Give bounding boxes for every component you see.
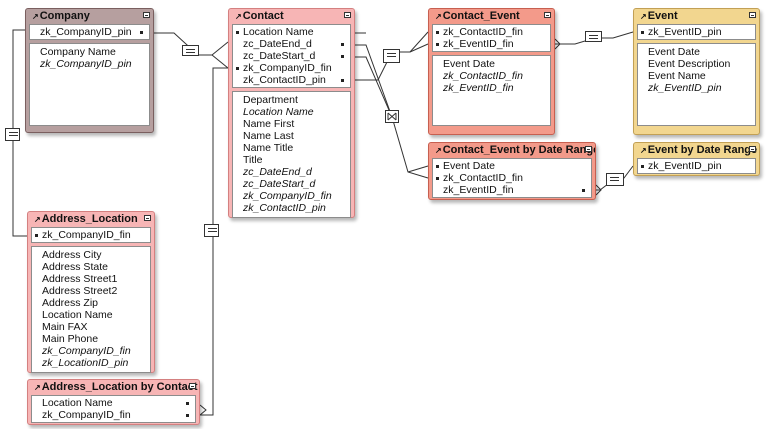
table-header[interactable]: ↗Contact_Event: [429, 9, 554, 23]
field-item[interactable]: Event Description: [648, 58, 731, 70]
table-title: Address_Location by Contact: [41, 381, 198, 393]
collapse-icon[interactable]: [585, 146, 592, 152]
table-header[interactable]: ↗Event: [634, 9, 759, 23]
table-header[interactable]: ↗Contact: [229, 9, 354, 23]
field-item[interactable]: Address Zip: [42, 297, 99, 309]
relation-equals-icon[interactable]: [5, 128, 20, 141]
field-item[interactable]: Address City: [42, 249, 102, 261]
key-fields: Location Name zc_DateEnd_d zc_DateStart_…: [232, 24, 351, 88]
field-item[interactable]: Name Last: [243, 130, 294, 142]
relation-cartesian-icon[interactable]: [385, 110, 399, 123]
key-field[interactable]: zc_DateEnd_d: [233, 38, 350, 50]
field-item[interactable]: Company Name: [40, 46, 116, 58]
key-field[interactable]: zk_ContactID_fin: [433, 26, 550, 38]
key-field[interactable]: zk_EventID_pin: [638, 160, 755, 172]
table-title: Contact_Event: [442, 10, 520, 22]
field-item[interactable]: zk_LocationID_pin: [42, 357, 129, 369]
key-fields: zk_EventID_pin: [637, 24, 756, 40]
field-item[interactable]: zk_ContactID_pin: [243, 202, 326, 214]
table-header[interactable]: ↗Contact_Event by Date Range: [429, 143, 595, 157]
table-title: Company: [39, 10, 90, 22]
field-item[interactable]: zc_DateEnd_d: [243, 166, 312, 178]
field-item[interactable]: zk_EventID_fin: [443, 82, 514, 94]
key-field[interactable]: zk_EventID_fin: [433, 184, 591, 196]
table-title: Contact_Event by Date Range: [442, 144, 595, 156]
field-item[interactable]: Name First: [243, 118, 295, 130]
relation-equals-icon[interactable]: [182, 45, 199, 56]
relation-equals-icon[interactable]: [383, 49, 400, 63]
field-item[interactable]: Department: [243, 94, 298, 106]
collapse-icon[interactable]: [544, 12, 551, 18]
key-field[interactable]: Location Name: [233, 26, 350, 38]
field-item[interactable]: Event Name: [648, 70, 706, 82]
key-field[interactable]: zc_DateStart_d: [233, 50, 350, 62]
key-field[interactable]: zk_EventID_pin: [638, 26, 755, 38]
collapse-icon[interactable]: [749, 12, 756, 18]
table-header[interactable]: ↗Company: [26, 9, 153, 23]
key-field[interactable]: zk_ContactID_pin: [233, 74, 350, 86]
key-field[interactable]: zk_EventID_fin: [433, 38, 550, 50]
table-occurrence-address-location-contact[interactable]: ↗Address_Location by Contact Location Na…: [27, 379, 200, 425]
relation-equals-icon[interactable]: [585, 31, 602, 42]
link-contact-addresscontact: [200, 67, 228, 416]
table-occurrence-contact-event-range[interactable]: ↗Contact_Event by Date Range Event Date …: [428, 142, 596, 200]
collapse-icon[interactable]: [189, 383, 196, 389]
key-field[interactable]: zk_CompanyID_fin: [32, 409, 195, 421]
key-fields: zk_ContactID_fin zk_EventID_fin: [432, 24, 551, 52]
key-field[interactable]: Event Date: [433, 160, 591, 172]
key-field[interactable]: zk_CompanyID_fin: [32, 229, 150, 241]
key-fields: zk_CompanyID_pin: [29, 24, 150, 40]
table-occurrence-contact-event[interactable]: ↗Contact_Event zk_ContactID_fin zk_Event…: [428, 8, 555, 135]
collapse-icon[interactable]: [749, 146, 756, 152]
field-item[interactable]: Address Street1: [42, 273, 118, 285]
field-item[interactable]: zc_DateStart_d: [243, 178, 316, 190]
field-item[interactable]: zk_CompanyID_pin: [40, 58, 132, 70]
field-item[interactable]: Title: [243, 154, 263, 166]
field-item[interactable]: zk_CompanyID_fin: [42, 345, 131, 357]
key-fields: zk_CompanyID_fin: [31, 227, 151, 243]
field-item[interactable]: Location Name: [243, 106, 314, 118]
key-fields: Event Date zk_ContactID_fin zk_EventID_f…: [432, 158, 592, 198]
key-fields: Location Name zk_CompanyID_fin: [31, 395, 196, 423]
table-title: Contact: [242, 10, 284, 22]
key-field[interactable]: zk_ContactID_fin: [433, 172, 591, 184]
relation-equals-icon[interactable]: [606, 173, 624, 186]
table-occurrence-contact[interactable]: ↗Contact Location Name zc_DateEnd_d zc_D…: [228, 8, 355, 218]
field-item[interactable]: zk_CompanyID_fin: [243, 190, 332, 202]
table-header[interactable]: ↗Address_Location: [28, 212, 154, 226]
key-fields: zk_EventID_pin: [637, 158, 756, 174]
table-occurrence-address-location[interactable]: ↗Address_Location zk_CompanyID_fin Addre…: [27, 211, 155, 373]
collapse-icon[interactable]: [344, 12, 351, 18]
field-item[interactable]: Main Phone: [42, 333, 99, 345]
field-item[interactable]: zk_EventID_pin: [648, 82, 722, 94]
field-item[interactable]: zk_ContactID_fin: [443, 70, 523, 82]
field-item[interactable]: Name Title: [243, 142, 294, 154]
field-item[interactable]: Address State: [42, 261, 108, 273]
key-field[interactable]: zk_CompanyID_fin: [233, 62, 350, 74]
table-title: Event by Date Range: [647, 144, 758, 156]
field-item[interactable]: Address Street2: [42, 285, 118, 297]
table-header[interactable]: ↗Address_Location by Contact: [34, 381, 198, 393]
key-field[interactable]: zk_CompanyID_pin: [30, 26, 149, 38]
key-field[interactable]: Location Name: [32, 397, 195, 409]
table-occurrence-event-range[interactable]: ↗Event by Date Range zk_EventID_pin: [633, 142, 760, 176]
field-item[interactable]: Event Date: [648, 46, 700, 58]
table-title: Address_Location: [41, 213, 138, 225]
relation-equals-icon[interactable]: [204, 224, 219, 237]
collapse-icon[interactable]: [143, 12, 150, 18]
collapse-icon[interactable]: [144, 215, 151, 221]
field-item[interactable]: Event Date: [443, 58, 495, 70]
table-header[interactable]: ↗Event by Date Range: [640, 144, 758, 156]
table-title: Event: [647, 10, 678, 22]
field-item[interactable]: Main FAX: [42, 321, 88, 333]
field-item[interactable]: Location Name: [42, 309, 113, 321]
